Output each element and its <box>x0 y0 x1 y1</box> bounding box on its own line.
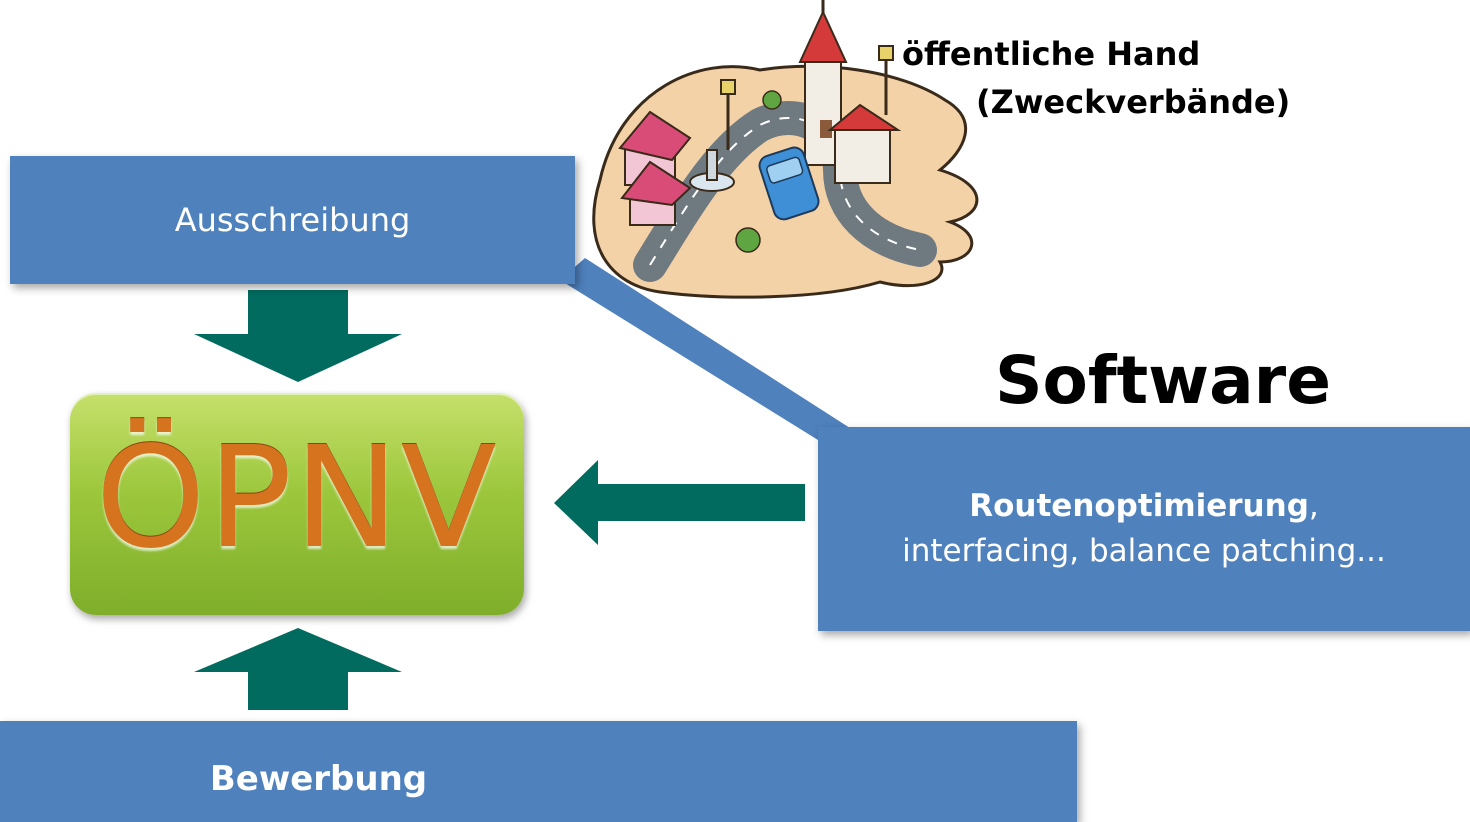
bewerbung-box: Bewerbung <box>0 721 1077 822</box>
arrow-left-icon <box>554 460 805 545</box>
ausschreibung-label: Ausschreibung <box>174 201 411 239</box>
public-hand-line1: öffentliche Hand <box>902 35 1201 73</box>
ausschreibung-box: Ausschreibung <box>10 156 575 284</box>
software-line2: interfacing, balance patching... <box>902 533 1386 569</box>
arrow-down-icon <box>194 290 402 382</box>
routenoptimierung-label: Routenoptimierung <box>969 488 1309 525</box>
software-line1: Routenoptimierung, <box>969 484 1319 529</box>
software-heading: Software <box>995 342 1331 419</box>
public-hand-line2: (Zweckverbände) <box>976 83 1291 121</box>
opnv-label: ÖPNV <box>95 416 499 580</box>
software-box: Routenoptimierung, interfacing, balance … <box>818 427 1470 631</box>
opnv-box: ÖPNV <box>70 393 524 615</box>
bewerbung-label: Bewerbung <box>209 758 428 799</box>
public-hand-title: öffentliche Hand (Zweckverbände) <box>902 30 1290 126</box>
arrow-up-icon <box>194 628 402 710</box>
software-line1-rest: , <box>1308 488 1319 525</box>
